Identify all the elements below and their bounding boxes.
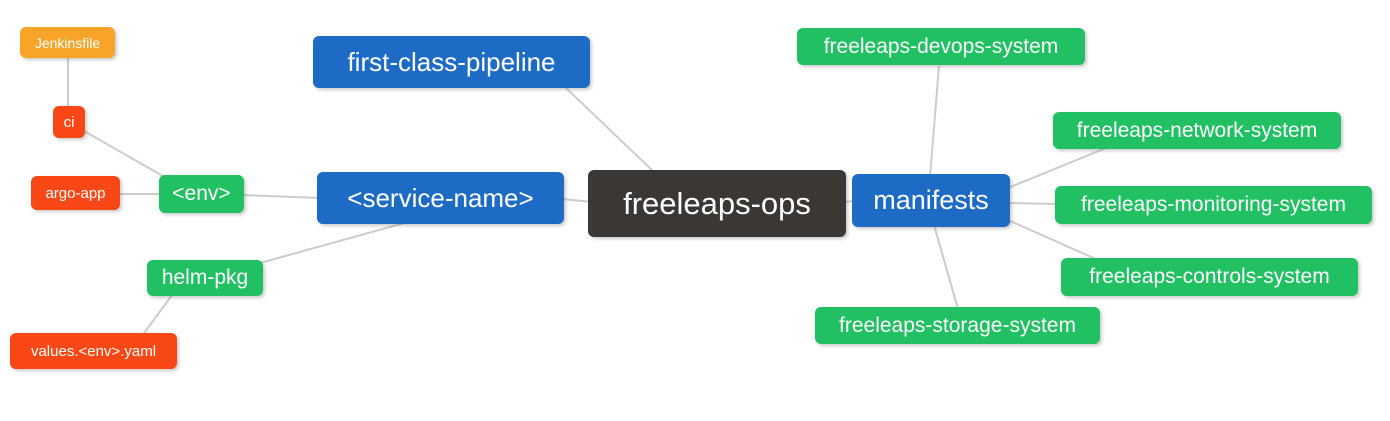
edge-helm-pkg-values-env-yaml	[141, 294, 173, 337]
node-helm-pkg[interactable]: helm-pkg	[147, 260, 263, 296]
edge-ci-env	[83, 130, 169, 180]
node-freeleaps-devops-system[interactable]: freeleaps-devops-system	[797, 28, 1085, 65]
node-manifests[interactable]: manifests	[852, 174, 1010, 227]
node-freeleaps-ops[interactable]: freeleaps-ops	[588, 170, 846, 237]
edge-manifests-devops-system	[929, 65, 940, 178]
edge-manifests-monitoring-system	[1007, 202, 1059, 205]
edge-first-class-pipeline-ops	[563, 85, 656, 174]
node-jenkinsfile[interactable]: Jenkinsfile	[20, 27, 115, 58]
node-ci[interactable]: ci	[53, 106, 85, 138]
node-freeleaps-monitoring-system[interactable]: freeleaps-monitoring-system	[1055, 186, 1372, 224]
edge-env-service-name	[241, 194, 321, 199]
node-first-class-pipeline[interactable]: first-class-pipeline	[313, 36, 590, 88]
node-env[interactable]: <env>	[159, 175, 244, 213]
edge-manifests-controls-system	[1007, 219, 1099, 261]
node-argo-app[interactable]: argo-app	[31, 176, 120, 210]
node-values-env-yaml[interactable]: values.<env>.yaml	[10, 333, 177, 369]
node-freeleaps-storage-system[interactable]: freeleaps-storage-system	[815, 307, 1100, 344]
edge-manifests-network-system	[1007, 147, 1107, 189]
edge-service-name-helm-pkg	[259, 221, 409, 264]
node-service-name[interactable]: <service-name>	[317, 172, 564, 224]
node-freeleaps-controls-system[interactable]: freeleaps-controls-system	[1061, 258, 1358, 296]
edge-manifests-storage-system	[933, 224, 959, 310]
node-freeleaps-network-system[interactable]: freeleaps-network-system	[1053, 112, 1341, 149]
edge-service-name-ops	[561, 198, 593, 203]
